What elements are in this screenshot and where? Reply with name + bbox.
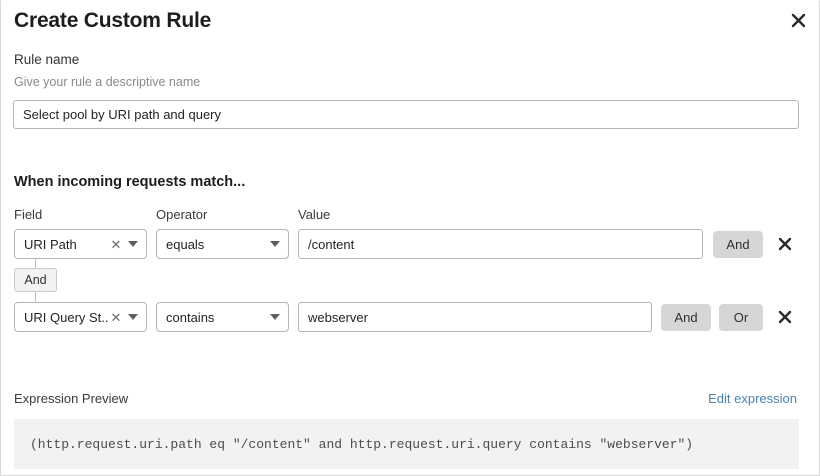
clear-icon[interactable]: ✕ <box>110 309 122 325</box>
dialog-title: Create Custom Rule <box>14 9 212 32</box>
edit-expression-link[interactable]: Edit expression <box>708 391 797 406</box>
or-button-row-2[interactable]: Or <box>719 304 763 331</box>
value-input-row-1[interactable] <box>298 229 703 259</box>
condition-connector-badge[interactable]: And <box>14 268 57 292</box>
chevron-down-icon[interactable] <box>268 314 282 320</box>
and-button-row-2[interactable]: And <box>661 304 711 331</box>
expression-preview-code: (http.request.uri.path eq "/content" and… <box>14 419 799 469</box>
column-header-field: Field <box>14 207 43 222</box>
close-icon <box>778 310 792 327</box>
conditions-heading: When incoming requests match... <box>14 174 246 190</box>
operator-select-row-2[interactable]: contains <box>156 302 289 332</box>
operator-select-value-row-1: equals <box>166 236 205 252</box>
rule-name-help-text: Give your rule a descriptive name <box>14 75 201 89</box>
column-header-value: Value <box>298 207 331 222</box>
value-input-row-2[interactable] <box>298 302 652 332</box>
close-icon <box>778 237 792 254</box>
delete-condition-button-row-1[interactable] <box>774 234 796 256</box>
field-select-row-2[interactable]: URI Query St... ✕ <box>14 302 147 332</box>
connector-line-bottom <box>35 292 36 302</box>
field-select-row-1[interactable]: URI Path ✕ <box>14 229 147 259</box>
chevron-down-icon[interactable] <box>126 314 140 320</box>
field-select-value-row-2: URI Query St... <box>24 309 109 325</box>
operator-select-value-row-2: contains <box>166 309 215 325</box>
clear-icon[interactable]: ✕ <box>110 236 122 252</box>
close-dialog-button[interactable] <box>785 7 811 33</box>
rule-name-label: Rule name <box>14 52 80 67</box>
chevron-down-icon[interactable] <box>126 241 140 247</box>
and-button-row-1[interactable]: And <box>713 231 763 258</box>
expression-preview-label: Expression Preview <box>14 391 129 406</box>
close-icon <box>791 13 806 28</box>
connector-line-top <box>35 259 36 268</box>
delete-condition-button-row-2[interactable] <box>774 307 796 329</box>
column-header-operator: Operator <box>156 207 208 222</box>
operator-select-row-1[interactable]: equals <box>156 229 289 259</box>
rule-name-input[interactable] <box>13 100 799 129</box>
chevron-down-icon[interactable] <box>268 241 282 247</box>
field-select-value-row-1: URI Path <box>24 236 77 252</box>
